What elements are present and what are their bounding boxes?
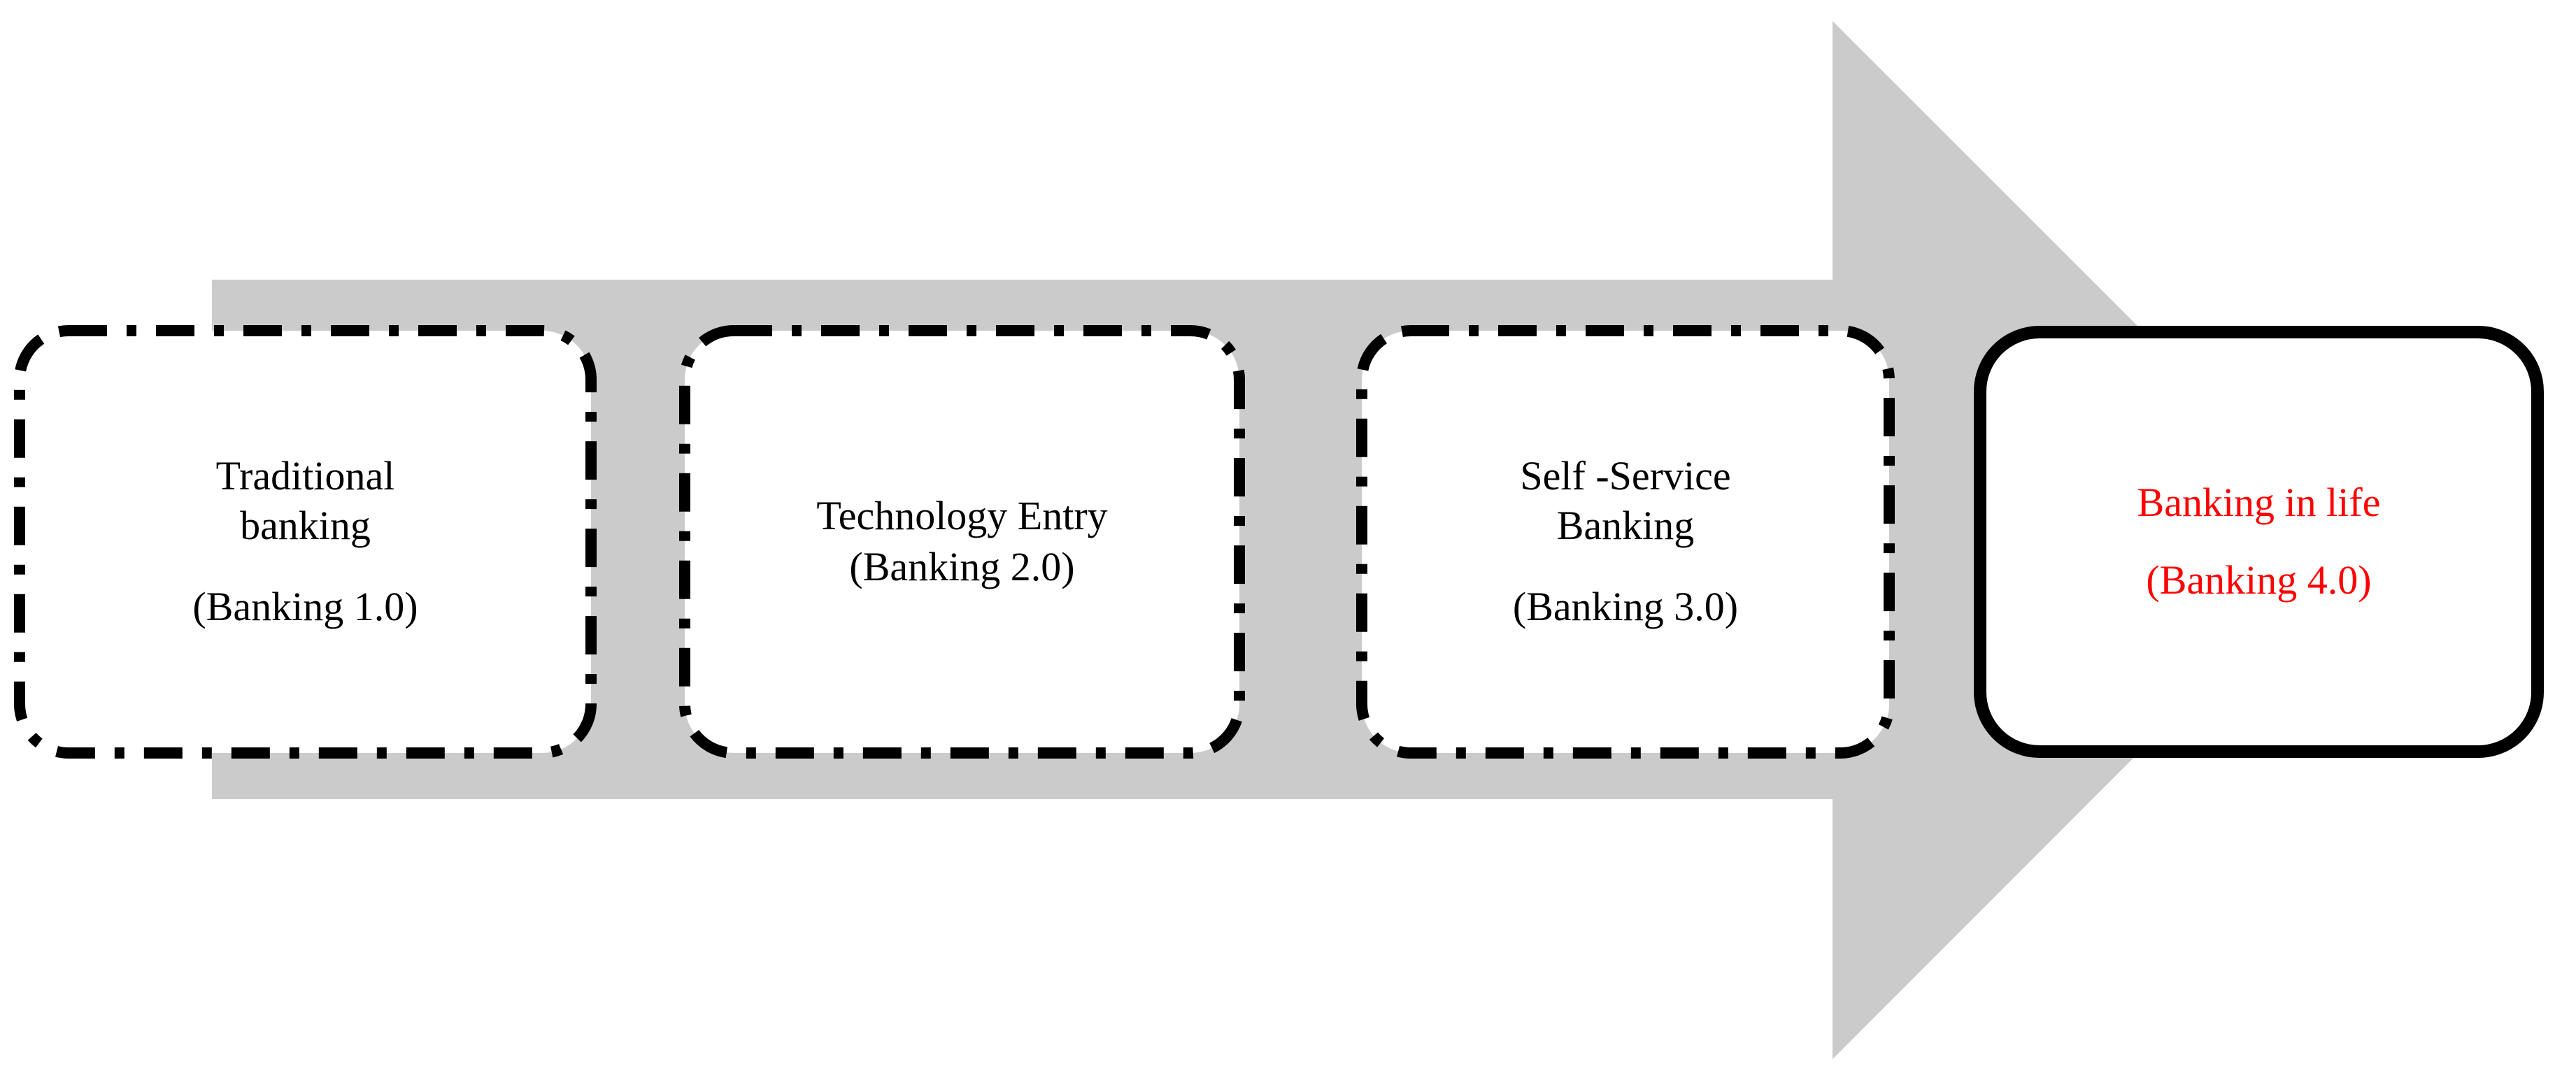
- stage-title: Self -Service Banking: [1520, 452, 1731, 548]
- stage-subtitle: (Banking 3.0): [1512, 584, 1739, 630]
- stage-title: Technology Entry: [816, 493, 1108, 539]
- stage-subtitle: (Banking 1.0): [192, 584, 418, 630]
- stage-subtitle: (Banking 4.0): [2146, 557, 2372, 603]
- stage-title: Traditional banking: [215, 452, 395, 548]
- stage-title: Banking in life: [2137, 480, 2381, 526]
- right-arrow-shape: [212, 21, 2351, 1059]
- stage-2-text: Technology Entry (Banking 2.0): [696, 342, 1228, 742]
- stage-box-4: [1974, 326, 2544, 758]
- stage-box-1: [14, 325, 597, 759]
- stage-box-3: [1356, 325, 1895, 759]
- stage-4-text: Banking in life (Banking 4.0): [1993, 343, 2525, 740]
- stage-3-text: Self -Service Banking (Banking 3.0): [1373, 342, 1878, 742]
- stage-subtitle: (Banking 2.0): [849, 544, 1075, 589]
- stage-box-2: [679, 325, 1245, 759]
- stage-1-text: Traditional banking (Banking 1.0): [31, 342, 580, 742]
